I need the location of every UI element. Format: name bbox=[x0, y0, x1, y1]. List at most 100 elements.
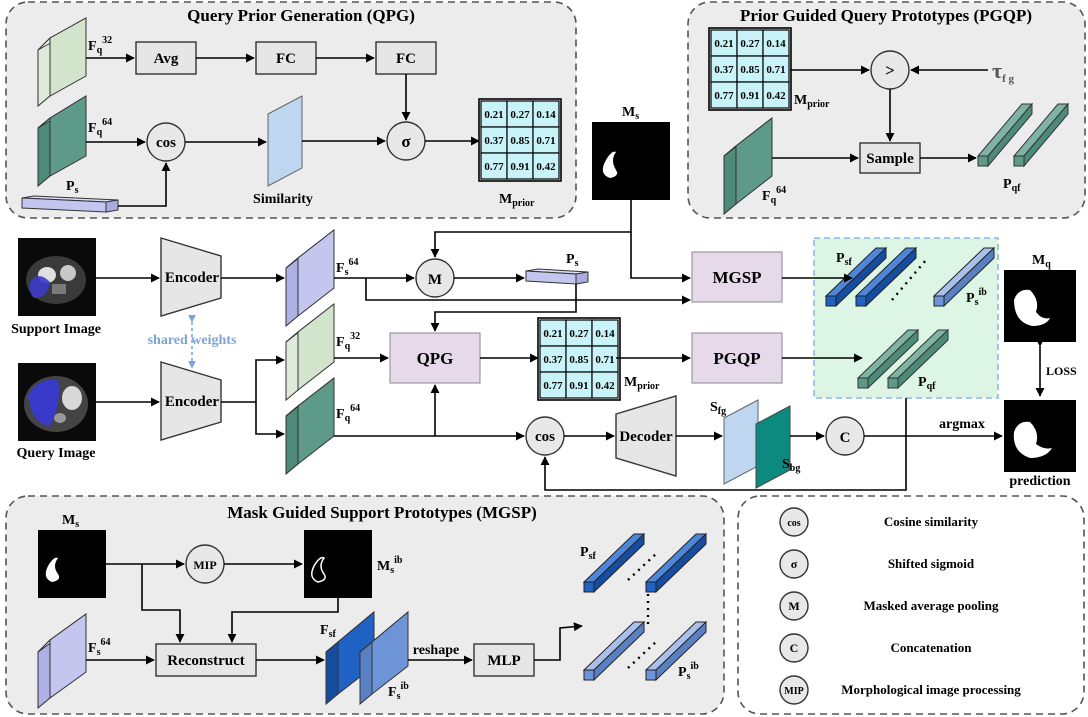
reconstruct-label: Reconstruct bbox=[167, 653, 244, 669]
support-mask-top-label: Ms bbox=[622, 105, 639, 122]
bank-query-prototypes bbox=[856, 328, 950, 390]
mgsp-fsf-feature-map bbox=[325, 610, 375, 706]
pgqp-compare-label: > bbox=[885, 61, 895, 80]
bank-psf-label: Psf bbox=[836, 251, 852, 268]
sbg-map bbox=[755, 405, 791, 489]
pgqp-panel-title: Prior Guided Query Prototypes (PGQP) bbox=[740, 6, 1032, 25]
sfg-map bbox=[723, 399, 759, 485]
mip-op-label: MIP bbox=[193, 558, 216, 572]
mgsp-fsib-feature-map bbox=[359, 610, 409, 706]
legend-symbol bbox=[779, 633, 809, 663]
qpg-similarity-label: Similarity bbox=[253, 192, 313, 207]
prior-grid-cell bbox=[591, 371, 619, 399]
mgsp-psf-label: Psf bbox=[580, 545, 596, 562]
mgsp-ms-label: Ms bbox=[62, 513, 79, 530]
legend-panel bbox=[737, 495, 1085, 715]
main-mprior-label: Mprior bbox=[624, 375, 660, 392]
prior-grid-cell bbox=[539, 371, 567, 399]
legend-symbol-label: MIP bbox=[784, 686, 803, 697]
legend-description: Masked average pooling bbox=[863, 598, 999, 613]
legend-description: Morphological image processing bbox=[841, 682, 1021, 697]
mlp-box bbox=[473, 643, 535, 677]
support-fs64-label: Fs64 bbox=[336, 257, 358, 278]
prediction-mask bbox=[1004, 400, 1076, 472]
prior-grid-cell bbox=[591, 319, 619, 347]
prior-grid-cell bbox=[506, 126, 534, 154]
prior-grid-value: 0.37 bbox=[484, 135, 504, 147]
legend-symbol bbox=[779, 549, 809, 579]
support-image-label: Support Image bbox=[11, 322, 101, 337]
main-cos-label: cos bbox=[535, 429, 555, 445]
pgqp-box-label: PGQP bbox=[713, 349, 760, 368]
query-image-label: Query Image bbox=[17, 446, 96, 461]
qpg-ps-prototype bbox=[21, 195, 119, 213]
legend-symbol bbox=[779, 507, 809, 537]
prior-grid-value: 0.91 bbox=[569, 380, 588, 392]
prior-grid-value: 0.77 bbox=[714, 90, 734, 102]
prior-grid-value: 0.77 bbox=[484, 161, 504, 173]
pgqp-box bbox=[691, 332, 783, 384]
legend-symbol bbox=[779, 675, 809, 705]
loss-label: LOSS bbox=[1046, 364, 1077, 378]
legend-description: Shifted sigmoid bbox=[888, 556, 975, 571]
map-op-label: M bbox=[428, 272, 442, 288]
prior-grid-cell bbox=[532, 152, 560, 180]
mgsp-connectors bbox=[86, 559, 583, 665]
prediction-label: prediction bbox=[1009, 474, 1070, 489]
sbg-label: Sbg bbox=[782, 457, 800, 474]
qpg-ps-label: Ps bbox=[66, 179, 79, 196]
prior-grid-cell bbox=[532, 100, 560, 128]
qpg-sigma-label: σ bbox=[401, 132, 411, 151]
prior-grid-cell bbox=[591, 345, 619, 373]
prior-grid-value: 0.42 bbox=[766, 90, 786, 102]
qpg-box-label: QPG bbox=[417, 349, 454, 368]
mgsp-support-mask bbox=[38, 530, 106, 598]
prior-grid-value: 0.77 bbox=[543, 380, 563, 392]
qpg-fc2-label: FC bbox=[396, 51, 416, 67]
prior-grid-value: 0.21 bbox=[484, 109, 503, 121]
pgqp-fq64-feature-map bbox=[723, 116, 773, 216]
mgsp-fs64-label: Fs64 bbox=[88, 637, 110, 658]
pgqp-fq64-label: Fq64 bbox=[762, 185, 786, 206]
qpg-similarity-map bbox=[267, 95, 303, 187]
query-image bbox=[18, 363, 96, 441]
prior-grid-value: 0.27 bbox=[569, 328, 589, 340]
qpg-fq32-label: Fq32 bbox=[88, 35, 112, 56]
mgsp-output-prototypes bbox=[582, 532, 708, 682]
sfg-label: Sfg bbox=[710, 400, 726, 417]
pgqp-mprior-label: Mprior bbox=[794, 93, 830, 110]
query-fq32-feature-map bbox=[285, 302, 335, 402]
pgqp-sample-label: Sample bbox=[866, 151, 914, 167]
support-fs64-feature-map bbox=[285, 228, 335, 328]
query-encoder-label: Encoder bbox=[165, 394, 220, 410]
qpg-fq64-label: Fq64 bbox=[88, 117, 112, 138]
legend-symbol-label: cos bbox=[787, 518, 800, 529]
query-fq64-feature-map bbox=[285, 376, 335, 476]
qpg-fq64-feature-map bbox=[37, 95, 87, 188]
prior-grid-value: 0.91 bbox=[510, 161, 529, 173]
qpg-fc1-box bbox=[255, 41, 317, 75]
mq-label: Mq bbox=[1032, 253, 1051, 270]
prior-grid-cell bbox=[539, 345, 567, 373]
argmax-label: argmax bbox=[939, 417, 985, 432]
prior-grid-cell bbox=[762, 81, 790, 109]
mgsp-psib-label: Psib bbox=[678, 661, 699, 682]
mgsp-panel-title: Mask Guided Support Prototypes (MGSP) bbox=[227, 503, 537, 522]
prior-grid-cell bbox=[539, 319, 567, 347]
prior-grid-value: 0.91 bbox=[740, 90, 759, 102]
prior-grid-value: 0.37 bbox=[714, 64, 734, 76]
prior-grid-value: 0.85 bbox=[740, 64, 760, 76]
prior-grid-value: 0.14 bbox=[536, 109, 556, 121]
qpg-fc1-label: FC bbox=[276, 51, 296, 67]
support-encoder bbox=[160, 237, 222, 317]
qpg-cos-label: cos bbox=[156, 135, 176, 151]
prior-grid-cell bbox=[506, 100, 534, 128]
prior-grid-cell bbox=[762, 29, 790, 57]
prior-grid-value: 0.71 bbox=[766, 64, 785, 76]
qpg-mprior-label: Mprior bbox=[499, 192, 535, 209]
prior-grid-value: 0.42 bbox=[595, 380, 615, 392]
support-mask-top bbox=[592, 122, 670, 200]
